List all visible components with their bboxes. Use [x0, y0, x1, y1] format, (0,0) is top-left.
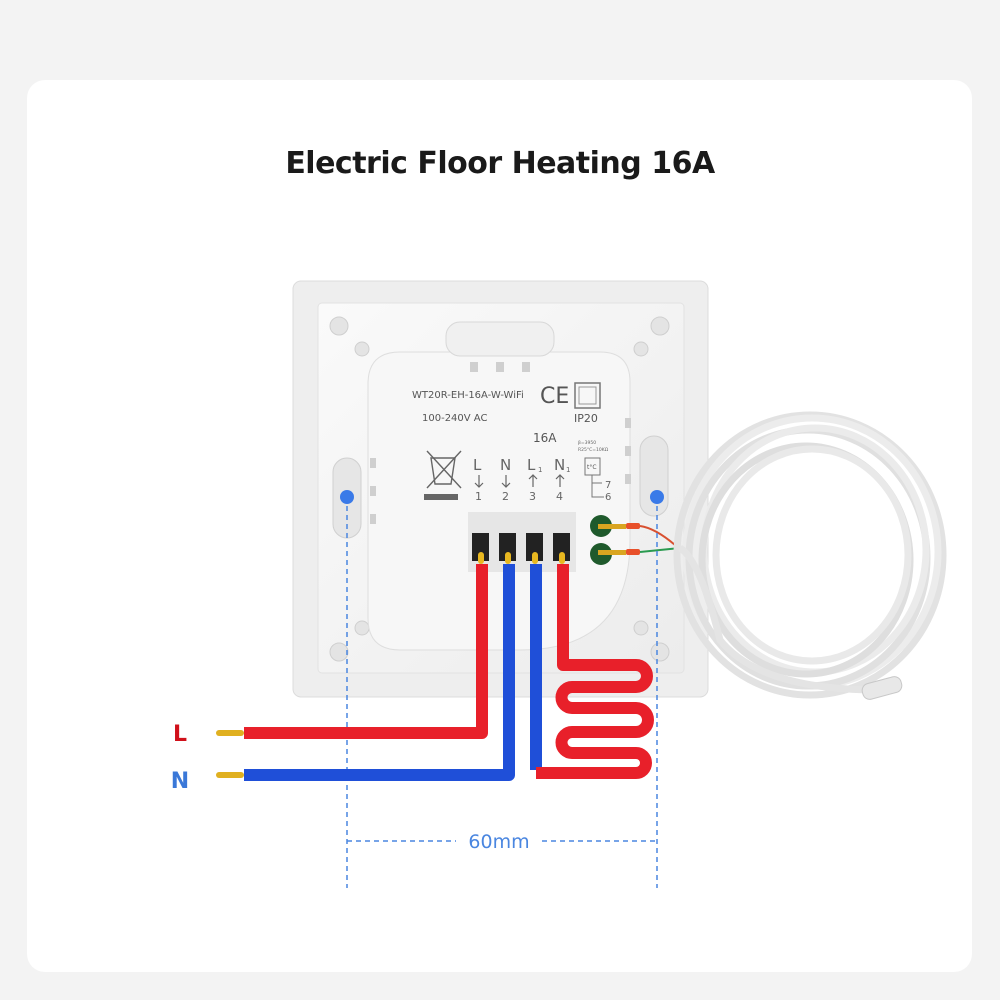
- live-label: L: [173, 722, 187, 747]
- terminal-number: 3: [529, 490, 536, 503]
- terminal-label: L: [527, 456, 536, 474]
- sensor-cable-coil: [673, 411, 947, 700]
- live-wire: [244, 564, 488, 739]
- terminal-block: [468, 512, 576, 572]
- terminal-label: N: [554, 456, 565, 474]
- terminal-number: 4: [556, 490, 563, 503]
- ip-box-icon: [574, 382, 601, 409]
- voltage-label: 100-240V AC: [422, 413, 487, 424]
- terminal-sub: 1: [566, 466, 570, 474]
- terminal-sub: 1: [538, 466, 542, 474]
- terminal-number: 2: [502, 490, 509, 503]
- sensor-terminals: [590, 515, 681, 565]
- ce-mark: CE: [540, 384, 569, 409]
- model-label: WT20R-EH-16A-W-WiFi: [412, 390, 524, 401]
- terminal-number: 6: [605, 492, 611, 503]
- dimension-label: 60mm: [468, 831, 529, 853]
- mount-point-dot: [650, 490, 664, 504]
- terminal-label: L: [473, 456, 482, 474]
- neutral-wire: [244, 564, 515, 781]
- sensor-spec: β=3950: [578, 440, 596, 446]
- sensor-label: t°C: [587, 464, 597, 471]
- terminal-number: 7: [605, 480, 611, 491]
- weee-bin-icon: [426, 450, 462, 489]
- mount-point-dot: [340, 490, 354, 504]
- page-title: Electric Floor Heating 16A: [285, 146, 715, 181]
- terminal-number: 1: [475, 490, 482, 503]
- terminal-label: N: [500, 456, 511, 474]
- dimension-lines: [346, 497, 658, 888]
- sensor-spec: R25°C=10KΩ: [578, 447, 609, 453]
- heating-element: [536, 564, 654, 779]
- neutral-label: N: [171, 769, 189, 794]
- arrow-icons: [474, 474, 565, 488]
- mounting-holes: [329, 316, 670, 662]
- ip-rating: IP20: [574, 412, 598, 425]
- current-label: 16A: [533, 431, 557, 445]
